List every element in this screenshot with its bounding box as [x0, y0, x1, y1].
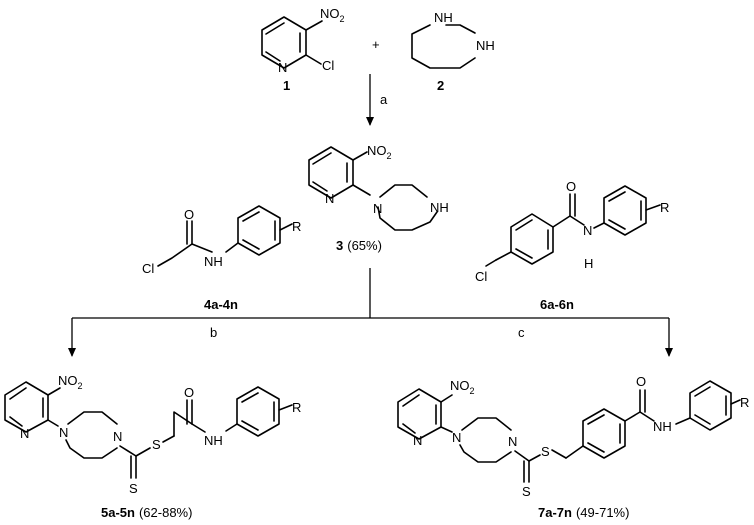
- compound-2-structure: NH NH: [411, 10, 495, 69]
- compound-6-label: 6a-6n: [540, 297, 574, 312]
- compound-5-structure: NO2 N N N S S O NH R: [4, 373, 301, 496]
- compound-4-label: 4a-4n: [204, 297, 238, 312]
- compound-7-label: 7a-7n(49-71%): [538, 505, 629, 520]
- piperazine-nh: NH: [430, 200, 449, 215]
- carbonyl-o: O: [184, 207, 194, 222]
- compound-3-label: 3(65%): [336, 238, 382, 253]
- thioester-s: S: [152, 437, 161, 452]
- compound-1-label: 1: [283, 78, 290, 93]
- atom-n: N: [325, 191, 334, 206]
- atom-n: N: [508, 434, 517, 449]
- carbonyl-o: O: [636, 374, 646, 389]
- plus-sign: +: [372, 37, 380, 52]
- condition-a: a: [380, 92, 388, 107]
- chloro-label: Cl: [475, 269, 487, 284]
- nitro-group-label: NO2: [58, 373, 83, 391]
- piperazine-nh-right: NH: [476, 38, 495, 53]
- compound-7-structure: NO2 N N N S S O NH R: [397, 374, 749, 499]
- condition-b: b: [210, 325, 217, 340]
- atom-n: N: [59, 425, 68, 440]
- carbonyl-o: O: [566, 179, 576, 194]
- atom-n: N: [113, 429, 122, 444]
- compound-3-structure: N NO2 N NH: [308, 143, 449, 231]
- r-group: R: [292, 400, 301, 415]
- thione-s: S: [522, 484, 531, 499]
- compound-6-structure: Cl O N H R: [475, 179, 669, 284]
- r-group: R: [660, 200, 669, 215]
- condition-c: c: [518, 325, 525, 340]
- nitro-group-label: NO2: [367, 143, 392, 161]
- piperazine-nh-top: NH: [434, 10, 453, 25]
- atom-n: N: [413, 433, 422, 448]
- compound-5-label: 5a-5n(62-88%): [101, 505, 192, 520]
- compound-1-structure: N NO2 Cl: [261, 6, 345, 75]
- amide-h: H: [584, 256, 593, 271]
- atom-n: N: [278, 60, 287, 75]
- compound-2-label: 2: [437, 78, 444, 93]
- chloro-label: Cl: [322, 58, 334, 73]
- atom-n: N: [452, 430, 461, 445]
- atom-n: N: [20, 426, 29, 441]
- nitro-group-label: NO2: [320, 6, 345, 24]
- amide-nh: NH: [204, 433, 223, 448]
- compound-4-structure: Cl O NH R: [142, 205, 301, 276]
- carbonyl-o: O: [184, 385, 194, 400]
- nitro-group-label: NO2: [450, 378, 475, 396]
- thioester-s: S: [541, 444, 550, 459]
- amide-nh: NH: [204, 254, 223, 269]
- thione-s: S: [129, 481, 138, 496]
- amide-n: N: [583, 223, 592, 238]
- chloro-label: Cl: [142, 261, 154, 276]
- r-group: R: [292, 219, 301, 234]
- amide-nh: NH: [653, 419, 672, 434]
- r-group: R: [740, 395, 749, 410]
- atom-n: N: [373, 201, 382, 216]
